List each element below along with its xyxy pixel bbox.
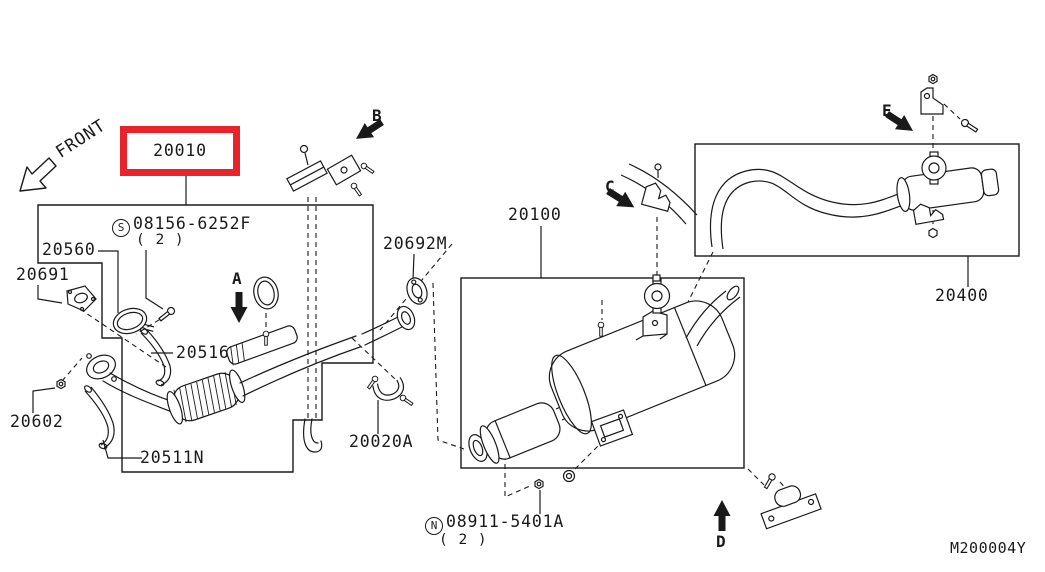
clamp-20560-drawing [112,307,155,335]
center-gasket-drawing [406,277,428,305]
part-number-stud: 20602 [10,412,64,431]
part-number-tail-tube: 20400 [935,286,989,305]
muffler-mount-nuts-drawing [534,469,576,490]
view-letter-d: D [716,532,726,551]
highlight-box [120,126,240,176]
circled-n-symbol: N [425,517,443,535]
circled-s-symbol: S [112,219,130,237]
hanger-e-drawing [920,73,980,135]
screw-qty: ( 2 ) [136,232,185,248]
part-number-bracket-upper: 20516 [176,343,230,362]
muffler-insulator-drawing [643,278,671,314]
part-number-bracket-front: 20511N [140,448,205,467]
highlighted-part-label: 20010 [123,141,237,160]
front-exhaust-tube-drawing [86,305,416,453]
view-letter-a: A [232,269,242,288]
stud-20602-drawing [56,378,66,390]
leader-lines [32,176,969,514]
tail-tube-drawing [709,151,1000,250]
view-letter-c: C [605,177,615,196]
center-clamp-drawing [365,374,415,408]
front-tube-outline-box [37,204,374,473]
drawing-code: M200004Y [950,539,1027,557]
bracket-20516-drawing [139,327,172,387]
part-number-center-gasket: 20692M [383,234,448,253]
tail-tube-outline-box [694,143,1020,257]
tail-insulator-drawing [921,151,947,185]
muffler-drawing [468,274,741,490]
assembly-dashed-lines [61,103,961,501]
bracket-b-drawing [286,144,376,198]
part-number-front-gasket: 20691 [16,265,70,284]
view-letter-b: B [372,106,382,125]
muffler-outline-box [460,277,745,469]
view-arrow-d-icon [713,500,731,531]
nut-part-number: 08911-5401A [446,512,565,531]
screw-part-number: 08156-6252F [133,214,252,233]
screw-drawing [157,305,177,323]
part-number-front-tube: 20010 [153,141,207,160]
front-direction-arrow [19,157,57,192]
part-number-muffler: 20100 [508,205,562,224]
hanger-c-drawing [620,163,698,225]
part-number-center-clamp: 20020A [349,432,414,451]
view-arrow-a-icon [230,292,248,323]
part-number-clamp: 20560 [42,240,96,259]
view-letter-e: E [882,101,892,120]
nut-qty: ( 2 ) [439,532,488,548]
bracket-20511N-drawing [83,385,115,450]
mount-bracket-d-drawing [760,472,822,530]
front-gasket-drawing [66,285,97,312]
clamp-ring-a-drawing [253,276,279,346]
